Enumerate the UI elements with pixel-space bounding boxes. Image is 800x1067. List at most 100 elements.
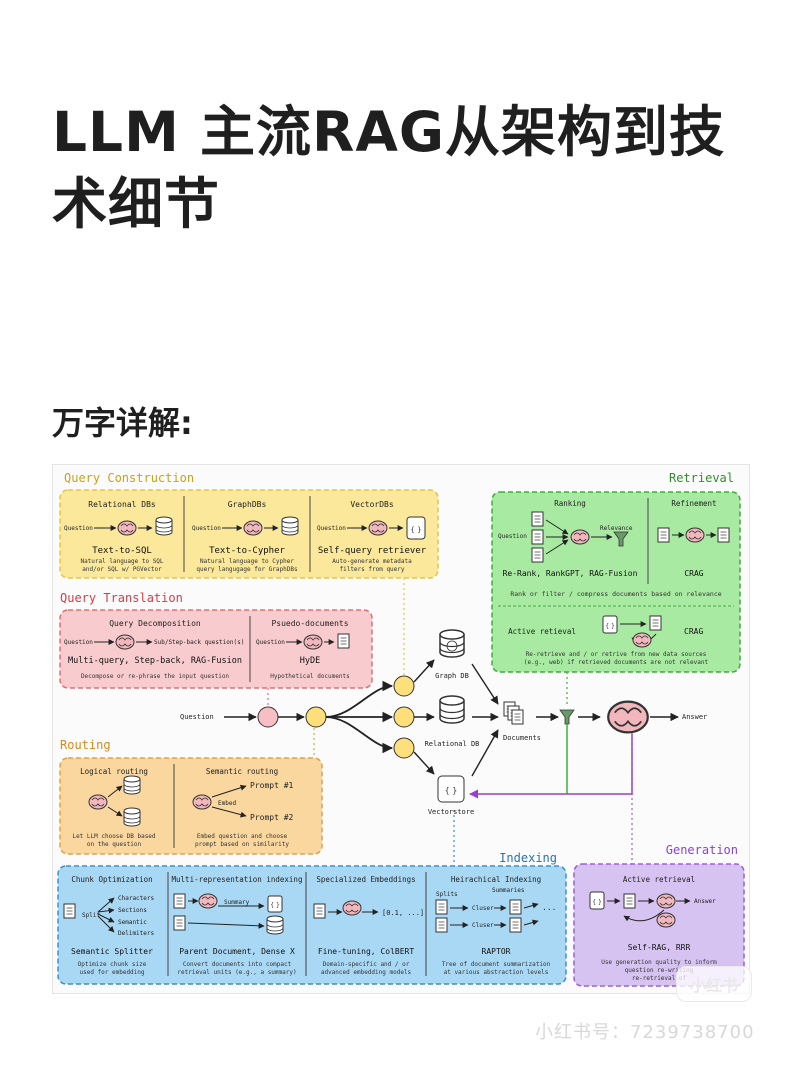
svg-text:Ranking: Ranking (554, 499, 586, 508)
svg-text:Question: Question (256, 639, 285, 646)
svg-text:Delimiters: Delimiters (118, 930, 155, 937)
watermark: 小红书号：7239738700 (535, 1022, 755, 1043)
document-icon (509, 917, 522, 933)
specialized-embeddings-card: Specialized Embeddings [0.1, ...] Fine-t… (313, 875, 424, 976)
query-construction-section: Query Construction Relational DBs Questi… (59, 471, 439, 579)
svg-text:GraphDBs: GraphDBs (228, 500, 267, 509)
llm-brain-icon (607, 700, 649, 734)
document-icon (173, 893, 186, 909)
document-icon (435, 899, 448, 915)
svg-text:query langugage for GraphDBs: query langugage for GraphDBs (196, 566, 298, 573)
generation-title: Generation (666, 843, 738, 857)
chunk-optimization-card: Chunk Optimization Split Characters Sect… (63, 875, 155, 976)
retrieval-title: Retrieval (669, 471, 734, 485)
svg-text:Semantic: Semantic (118, 919, 147, 926)
vectorstore-icon (267, 895, 283, 913)
svg-text:Question: Question (317, 525, 346, 532)
svg-text:Sub/Step-back question(s): Sub/Step-back question(s) (154, 639, 244, 646)
svg-text:Tree of document summarization: Tree of document summarization (442, 961, 551, 968)
llm-brain-icon (632, 632, 652, 648)
svg-text:Active retieval: Active retieval (508, 627, 576, 636)
rag-architecture-diagram: Query Construction Relational DBs Questi… (52, 464, 750, 994)
svg-text:VectorDBs: VectorDBs (350, 500, 394, 509)
svg-text:Cluser: Cluser (472, 905, 494, 912)
document-icon (511, 709, 524, 725)
svg-text:Embed: Embed (218, 800, 236, 807)
query-construction-node-relational (393, 706, 415, 728)
svg-text:RAPTOR: RAPTOR (482, 947, 511, 956)
svg-text:{ }: { } (592, 899, 602, 906)
graph-database-icon (439, 629, 465, 658)
page-subtitle: 万字详解: (52, 404, 193, 442)
text-to-sql-card: Relational DBs Question Text-to-SQL Natu… (64, 500, 173, 573)
svg-text:Question: Question (64, 639, 93, 646)
flow-question-label: Question (180, 713, 214, 721)
pseudo-documents-card: Psuedo-documents Question HyDE Hypotheti… (256, 619, 350, 680)
svg-text:HyDE: HyDE (300, 656, 320, 666)
svg-text:CRAG: CRAG (684, 569, 703, 578)
svg-text:Hypothetical documents: Hypothetical documents (270, 673, 350, 680)
svg-text:filters from query: filters from query (339, 566, 404, 573)
query-construction-title: Query Construction (64, 471, 194, 485)
filter-icon (613, 531, 629, 547)
svg-text:Question: Question (64, 525, 93, 532)
graph-database-icon (123, 807, 141, 827)
database-icon (266, 915, 284, 935)
svg-text:Refinement: Refinement (671, 499, 716, 508)
self-query-retriever-card: VectorDBs Question { } Self-query retrie… (317, 500, 427, 573)
svg-text:Use generation quality to info: Use generation quality to inform (601, 959, 717, 966)
svg-text:Auto-generate metadata: Auto-generate metadata (332, 558, 412, 565)
retrieval-rank-desc: Rank or filter / compress documents base… (510, 590, 721, 598)
database-icon (123, 775, 141, 795)
svg-text:Natural language to Cypher: Natural language to Cypher (200, 558, 294, 565)
svg-text:Self-RAG, RRR: Self-RAG, RRR (628, 943, 691, 952)
svg-text:Multi-query, Step-back, RAG-Fu: Multi-query, Step-back, RAG-Fusion (68, 656, 242, 666)
indexing-section: Indexing Chunk Optimization Split Charac… (57, 851, 567, 985)
svg-text:Multi-representation indexing: Multi-representation indexing (172, 875, 303, 884)
svg-text:Summary: Summary (224, 899, 250, 906)
svg-text:Cluser: Cluser (472, 922, 494, 929)
hypothetical-document-icon (337, 633, 350, 649)
document-icon (717, 527, 730, 543)
llm-brain-icon (88, 794, 108, 810)
svg-text:{ }: { } (445, 786, 458, 795)
llm-brain-icon (342, 900, 362, 916)
svg-text:Let LLM choose DB based: Let LLM choose DB based (72, 833, 155, 840)
document-icon (657, 527, 670, 543)
llm-brain-icon (570, 529, 590, 545)
filter-icon (559, 709, 575, 725)
svg-text:...: ... (542, 903, 556, 912)
svg-text:Vectorstore: Vectorstore (428, 808, 474, 816)
indexing-title: Indexing (499, 851, 557, 865)
query-construction-node-graph (393, 675, 415, 697)
document-icon (509, 899, 522, 915)
svg-text:on the question: on the question (87, 841, 142, 848)
active-retrieval-card: Active retieval { } CRAG Re-retrieve and… (508, 615, 709, 666)
svg-text:Heirachical Indexing: Heirachical Indexing (451, 875, 541, 884)
svg-text:Question: Question (498, 533, 527, 540)
svg-text:Summaries: Summaries (492, 887, 525, 894)
vectorstore-icon (406, 516, 426, 540)
refinement-card: Refinement CRAG (657, 499, 730, 578)
svg-text:(e.g., web) if retrieved docum: (e.g., web) if retrieved documents are n… (524, 659, 709, 666)
page-title: LLM 主流RAG从架构到技术细节 (52, 100, 726, 236)
svg-text:[0.1, ...]: [0.1, ...] (382, 909, 424, 917)
llm-brain-icon (656, 893, 676, 909)
document-icon (63, 903, 76, 919)
svg-text:Prompt #1: Prompt #1 (250, 781, 294, 790)
svg-text:Query Decomposition: Query Decomposition (109, 619, 201, 628)
query-translation-node (257, 706, 279, 728)
svg-text:Parent Document, Dense X: Parent Document, Dense X (179, 947, 295, 956)
central-flow: Question Graph DB Relational DB { } Vect… (180, 578, 707, 868)
svg-text:Re-retrieve and / or retrive f: Re-retrieve and / or retrive from new da… (526, 651, 707, 658)
svg-text:at various abstraction levels: at various abstraction levels (444, 969, 549, 976)
svg-text:Natural language to SQL: Natural language to SQL (80, 558, 163, 565)
svg-text:Decompose or re-phrase the inp: Decompose or re-phrase the input questio… (81, 673, 229, 680)
svg-text:Prompt #2: Prompt #2 (250, 813, 294, 822)
routing-section: Routing Logical routing Let LLM choose D… (59, 738, 323, 855)
svg-text:{ }: { } (410, 526, 421, 534)
document-icon (531, 529, 544, 545)
svg-text:Active retrieval: Active retrieval (623, 875, 695, 884)
routing-node (305, 706, 327, 728)
svg-text:Answer: Answer (694, 898, 716, 905)
